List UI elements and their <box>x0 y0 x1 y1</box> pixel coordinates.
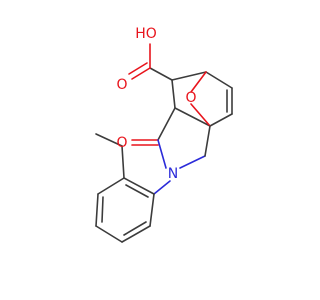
bond-ar3-ar4 <box>95 225 123 243</box>
bond-ar2-ar3-inner <box>123 221 147 236</box>
bond-ar6-ar1 <box>123 177 155 195</box>
bond-c1-n <box>157 139 167 169</box>
bond-c7a-c1 <box>157 107 176 141</box>
bond-obridge-c3a <box>190 103 211 127</box>
bond-n-aryl <box>153 180 171 195</box>
acid-carbonyl-oxygen-label: O <box>116 77 127 93</box>
bond-ar1-ar2 <box>149 193 155 227</box>
structure-diagram: HO O O O N <box>95 26 233 243</box>
bond-n-c3 <box>179 155 206 169</box>
nitrogen-label: N <box>168 166 178 182</box>
bond-cooh-c-to-c7 <box>149 67 173 81</box>
bond-c6-obridge <box>190 71 207 93</box>
bond-c4-c3a <box>209 113 233 127</box>
bond-ar4-ar5 <box>95 193 99 227</box>
lactam-oxygen-label: O <box>116 135 127 151</box>
bond-c7-c7a <box>171 79 176 109</box>
bond-ar2-ar3 <box>121 225 151 243</box>
bridge-oxygen-label: O <box>185 90 196 106</box>
bond-c-o-double-b <box>128 62 148 75</box>
bond-ar6-ar1-inner <box>125 184 149 198</box>
bond-ar6-ch2 <box>121 145 125 179</box>
bond-c6-c5 <box>205 71 233 89</box>
bond-c7a-c3a <box>174 107 211 127</box>
hydroxyl-label: HO <box>135 26 157 42</box>
bond-ar5-ar6 <box>97 177 125 195</box>
bond-c3-c3a <box>204 125 211 157</box>
bond-ch2-ch3 <box>95 133 123 147</box>
bond-c-o-double-a <box>131 67 151 80</box>
bond-ar4-ar5-inner <box>101 196 104 223</box>
bond-c7-c6 <box>171 71 207 81</box>
